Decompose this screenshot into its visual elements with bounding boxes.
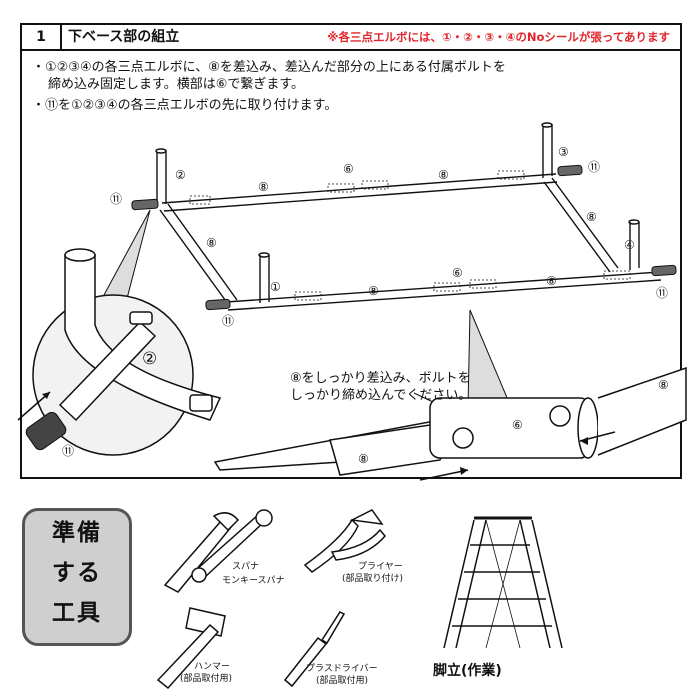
instruction-bullet-2: ・⑪を①②③④の各三点エルボの先に取り付けます。	[32, 98, 338, 113]
part-label-8-e: ⑧	[368, 284, 379, 298]
assembly-step-panel: 1 下ベース部の組立 ※各三点エルボには、①・②・③・④のNoシールが張ってあり…	[20, 23, 682, 479]
part-label-8-zoom-right: ⑧	[658, 378, 669, 392]
required-tools-box: 準備 する 工具	[22, 508, 132, 646]
pliers-note: (部品取り付け)	[342, 574, 404, 584]
hammer-note: (部品取付用)	[180, 674, 233, 684]
elbow-label-1: ①	[270, 280, 281, 294]
part-label-8-d: ⑧	[586, 210, 597, 224]
part-label-8-b: ⑧	[438, 168, 449, 182]
tools-box-line-3: 工具	[52, 600, 102, 626]
screwdriver-label: プラスドライバー	[306, 664, 378, 674]
monkey-wrench-label: モンキースパナ	[222, 576, 285, 586]
tools-box-line-1: 準備	[52, 520, 102, 546]
step-header: 1 下ベース部の組立 ※各三点エルボには、①・②・③・④のNoシールが張ってあり…	[22, 25, 680, 51]
part-label-11-c: ⑪	[222, 314, 235, 328]
zoom-elbow-label-2: ②	[142, 349, 158, 369]
pliers-label: プライヤー	[358, 562, 403, 572]
bolt-instruction-line-1: ⑧をしっかり差込み、ボルトを	[290, 371, 471, 386]
part-label-6-front: ⑥	[452, 266, 463, 280]
screwdriver-note: (部品取付用)	[316, 676, 369, 686]
elbow-label-2: ②	[175, 168, 186, 182]
part-label-11-b: ⑪	[588, 160, 601, 174]
part-label-11-d: ⑪	[656, 286, 669, 300]
hammer-label: ハンマー	[194, 662, 231, 672]
spanner-label: スパナ	[232, 562, 260, 572]
elbow-label-3: ③	[558, 145, 569, 159]
bolt-instruction-line-2: しっかり締め込んでください。	[290, 388, 472, 403]
part-label-8-c: ⑧	[206, 236, 217, 250]
part-label-8-zoom-left: ⑧	[358, 452, 369, 466]
stepladder-label: 脚立(作業)	[433, 663, 502, 679]
part-label-6-zoom: ⑥	[512, 418, 523, 432]
instruction-bullet-1-cont: 締め込み固定します。横部は⑥で繋ぎます。	[48, 77, 305, 92]
sticker-note: ※各三点エルボには、①・②・③・④のNoシールが張ってあります	[327, 30, 670, 44]
elbow-label-4: ④	[624, 238, 635, 252]
instruction-bullet-1: ・①②③④の各三点エルボに、⑧を差込み、差込んだ部分の上にある付属ボルトを	[32, 60, 506, 75]
step-number: 1	[22, 25, 62, 49]
part-label-8-a: ⑧	[258, 180, 269, 194]
part-label-11-zoom: ⑪	[62, 444, 75, 458]
part-label-11-a: ⑪	[110, 192, 123, 206]
part-label-8-f: ⑧	[546, 274, 557, 288]
part-label-6-back: ⑥	[343, 162, 354, 176]
step-title: 下ベース部の組立	[68, 29, 180, 45]
tools-box-line-2: する	[52, 560, 102, 586]
